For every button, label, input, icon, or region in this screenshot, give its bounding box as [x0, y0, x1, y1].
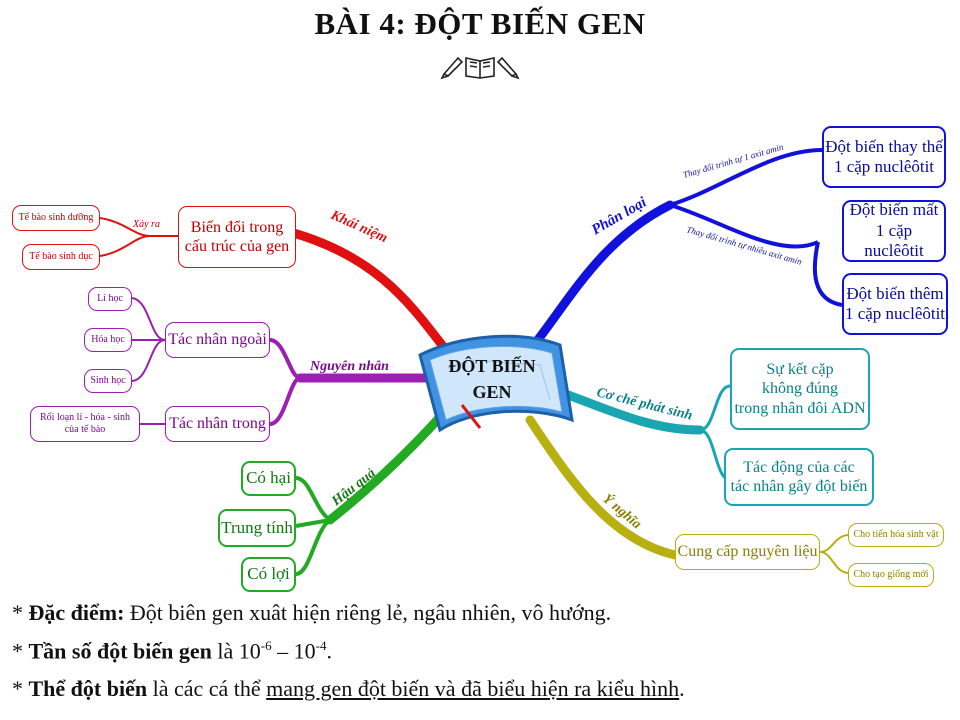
- label-nguyen-nhan: Nguyên nhân: [309, 359, 389, 374]
- branch-co-che-line: [555, 387, 705, 435]
- leaf-co-loi: Có lợi: [241, 557, 296, 592]
- leaf-trung-tinh: Trung tính: [218, 509, 296, 547]
- leaf-them: Đột biến thêm 1 cặp nuclêôtit: [842, 273, 948, 335]
- leaf-te-bao-sinh-duong: Tế bào sinh dưỡng: [12, 205, 100, 231]
- page-title: BÀI 4: ĐỘT BIẾN GEN: [314, 6, 646, 41]
- label-phan-loai: Phân loại: [589, 194, 650, 238]
- book-pen-icon: [440, 56, 520, 80]
- leaf-te-bao-sinh-duc: Tế bào sinh dục: [22, 244, 100, 270]
- leaf-sinh-hoc: Sinh học: [84, 369, 132, 393]
- leaf-li-hoc: Lí học: [88, 287, 132, 311]
- note-the-dot-bien: * Thể đột biến là các cá thể mang gen độ…: [12, 676, 685, 701]
- label-xay-ra: Xảy ra: [132, 219, 160, 230]
- center-node: ĐỘT BIẾN GEN: [418, 334, 574, 433]
- leaf-tac-dong: Tác động của các tác nhân gây đột biến: [724, 448, 874, 506]
- note-dac-diem: * Đặc điểm: Đột biên gen xuât hiện riêng…: [12, 600, 612, 625]
- leaf-mat: Đột biến mất 1 cặp nuclêôtit: [842, 200, 946, 262]
- center-label-line2: GEN: [472, 382, 511, 402]
- branch-hau-qua-line: [325, 403, 453, 525]
- node-tac-nhan-trong: Tác nhân trong: [165, 406, 270, 442]
- leaf-roi-loan: Rối loạn lí - hóa - sinh của tế bào: [30, 406, 140, 442]
- leaf-hoa-hoc: Hóa học: [84, 328, 132, 352]
- branch-y-nghia-line: [525, 415, 680, 560]
- branch-khai-niem-line: [285, 227, 463, 370]
- leaf-tao-giong: Cho tạo giống mới: [848, 563, 934, 587]
- node-cung-cap-nguyen-lieu: Cung cấp nguyên liệu: [675, 534, 820, 570]
- node-bien-doi-cau-truc: Biến đổi trong cấu trúc của gen: [178, 206, 296, 268]
- label-khai-niem: Khái niệm: [327, 208, 389, 247]
- note-tan-so: * Tần số đột biến gen là 10-6 – 10-4.: [12, 638, 332, 664]
- leaf-co-hai: Có hại: [241, 461, 296, 496]
- center-label-line1: ĐỘT BIẾN: [448, 355, 535, 376]
- leaf-tien-hoa: Cho tiến hóa sinh vật: [848, 523, 944, 547]
- leaf-thay-the: Đột biến thay thế 1 cặp nuclêôtit: [822, 126, 946, 188]
- leaf-ket-cap: Sự kết cặp không đúng trong nhân đôi ADN: [730, 348, 870, 430]
- node-tac-nhan-ngoai: Tác nhân ngoài: [165, 322, 270, 358]
- branch-phan-loai-line: [525, 200, 675, 355]
